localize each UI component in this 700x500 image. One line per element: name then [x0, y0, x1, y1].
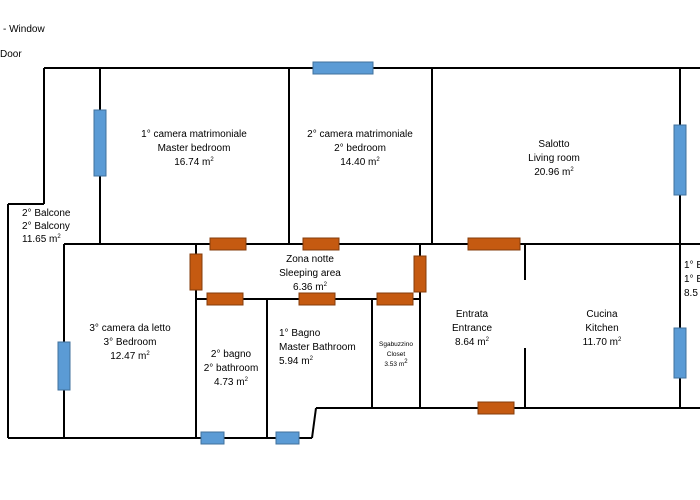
- label-sleeping-line1: Zona notte: [286, 254, 334, 265]
- label-bath2-line2: 2° bathroom: [204, 363, 259, 374]
- legend-window: - Window: [3, 24, 45, 35]
- label-second-line1: 2° camera matrimoniale: [307, 129, 413, 140]
- label-second-area: 14.40 m2: [340, 157, 380, 168]
- label-closet-line1: Sgabuzzino: [379, 341, 413, 348]
- label-closet-area: 3.53 m2: [384, 359, 408, 368]
- label-balcony2-area: 11.65 m2: [22, 234, 61, 245]
- label-sleeping-area: 6.36 m2: [293, 282, 328, 293]
- door-third-bedroom: [189, 253, 203, 291]
- label-living-line2: Living room: [528, 153, 580, 164]
- label-kitchen-line2: Kitchen: [585, 323, 618, 334]
- label-balcony2-line2: 2° Balcony: [22, 221, 70, 232]
- label-master-line1: 1° camera matrimoniale: [141, 129, 247, 140]
- label-sleeping-line2: Sleeping area: [279, 268, 341, 279]
- window-bath2: [200, 431, 225, 445]
- outer-wall-step: [311, 407, 317, 439]
- label-second-line2: 2° bedroom: [334, 143, 386, 154]
- window-third-bedroom: [57, 341, 71, 391]
- label-bath1-line2: Master Bathroom: [279, 342, 356, 353]
- label-entrance-line2: Entrance: [452, 323, 492, 334]
- label-living-area: 20.96 m2: [534, 167, 574, 178]
- label-third-area: 12.47 m2: [110, 351, 150, 362]
- label-bath2-area: 4.73 m2: [214, 377, 249, 388]
- legend-door: Door: [0, 49, 22, 60]
- label-living-line1: Salotto: [538, 139, 570, 150]
- door-master-bedroom: [209, 237, 247, 251]
- label-bath1-line1: 1° Bagno: [279, 328, 321, 339]
- doors: [189, 237, 521, 415]
- window-living-room: [673, 124, 687, 196]
- walls: [7, 67, 700, 439]
- label-master-area: 16.74 m2: [174, 157, 214, 168]
- windows: [57, 61, 687, 445]
- label-kitchen-area: 11.70 m2: [583, 337, 622, 348]
- door-bath1: [298, 292, 336, 306]
- label-entrance-area: 8.64 m2: [455, 337, 490, 348]
- label-bath2-line1: 2° bagno: [211, 349, 252, 360]
- label-entrance-line1: Entrata: [456, 309, 489, 320]
- door-second-bedroom: [302, 237, 340, 251]
- door-living-room: [467, 237, 521, 251]
- door-bath2: [206, 292, 244, 306]
- label-third-line2: 3° Bedroom: [104, 337, 157, 348]
- label-bath1-area: 5.94 m2: [279, 356, 314, 367]
- label-closet-line2: Closet: [387, 351, 406, 358]
- window-second-bedroom: [312, 61, 374, 75]
- label-kitchen-line1: Cucina: [586, 309, 618, 320]
- door-closet: [376, 292, 414, 306]
- label-master-line2: Master bedroom: [158, 143, 231, 154]
- label-third-line1: 3° camera da letto: [89, 323, 171, 334]
- room-labels: 1° camera matrimoniale Master bedroom 16…: [22, 129, 700, 388]
- label-balcony1-line1: 1° B: [684, 260, 700, 271]
- window-bath1: [275, 431, 300, 445]
- window-kitchen: [673, 327, 687, 379]
- label-balcony2-line1: 2° Balcone: [22, 208, 71, 219]
- door-main-entrance: [477, 401, 515, 415]
- window-master-bedroom: [93, 109, 107, 177]
- label-balcony1-area: 8.5: [684, 288, 698, 299]
- door-entrance: [413, 255, 427, 293]
- label-balcony1-line2: 1° B: [684, 274, 700, 285]
